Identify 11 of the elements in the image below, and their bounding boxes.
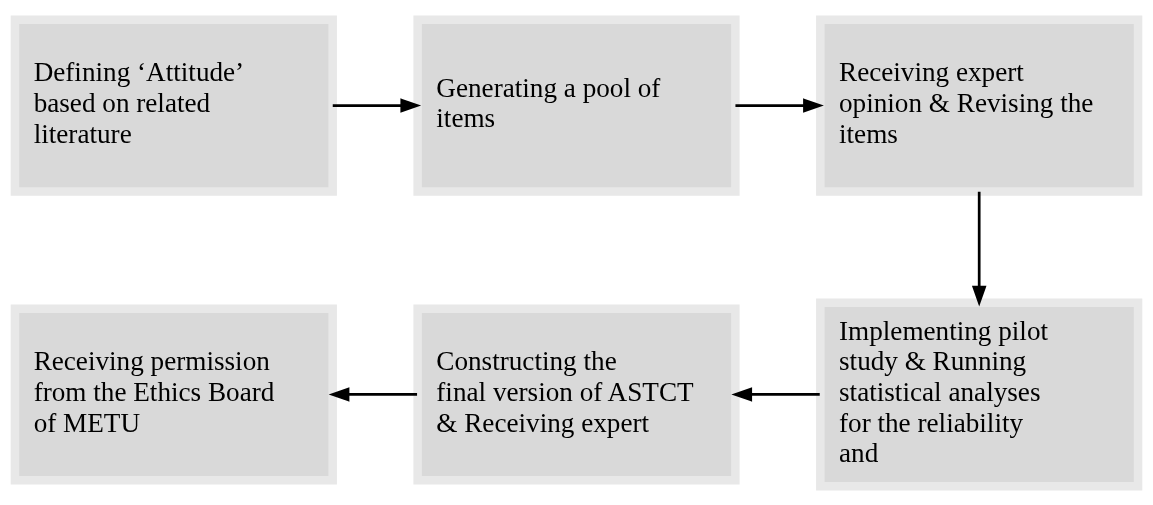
- arrow: [731, 386, 820, 402]
- arrow: [735, 97, 824, 113]
- node-box: Receiving expert opinion & Revising the items: [816, 15, 1143, 196]
- arrow: [971, 191, 987, 307]
- node-box: Defining ‘Attitude’ based on related literature: [10, 15, 337, 196]
- node-box: Implementing pilot study & Running statistical analyses for the reliability and: [816, 297, 1143, 490]
- node-box: Constructing the final version of ASTCT & Receiving expert: [413, 303, 740, 484]
- arrow: [328, 386, 418, 402]
- arrow: [332, 97, 422, 113]
- node-box: Generating a pool of items: [413, 15, 740, 196]
- node-box: Receiving permission from the Ethics Board of METU: [10, 303, 337, 484]
